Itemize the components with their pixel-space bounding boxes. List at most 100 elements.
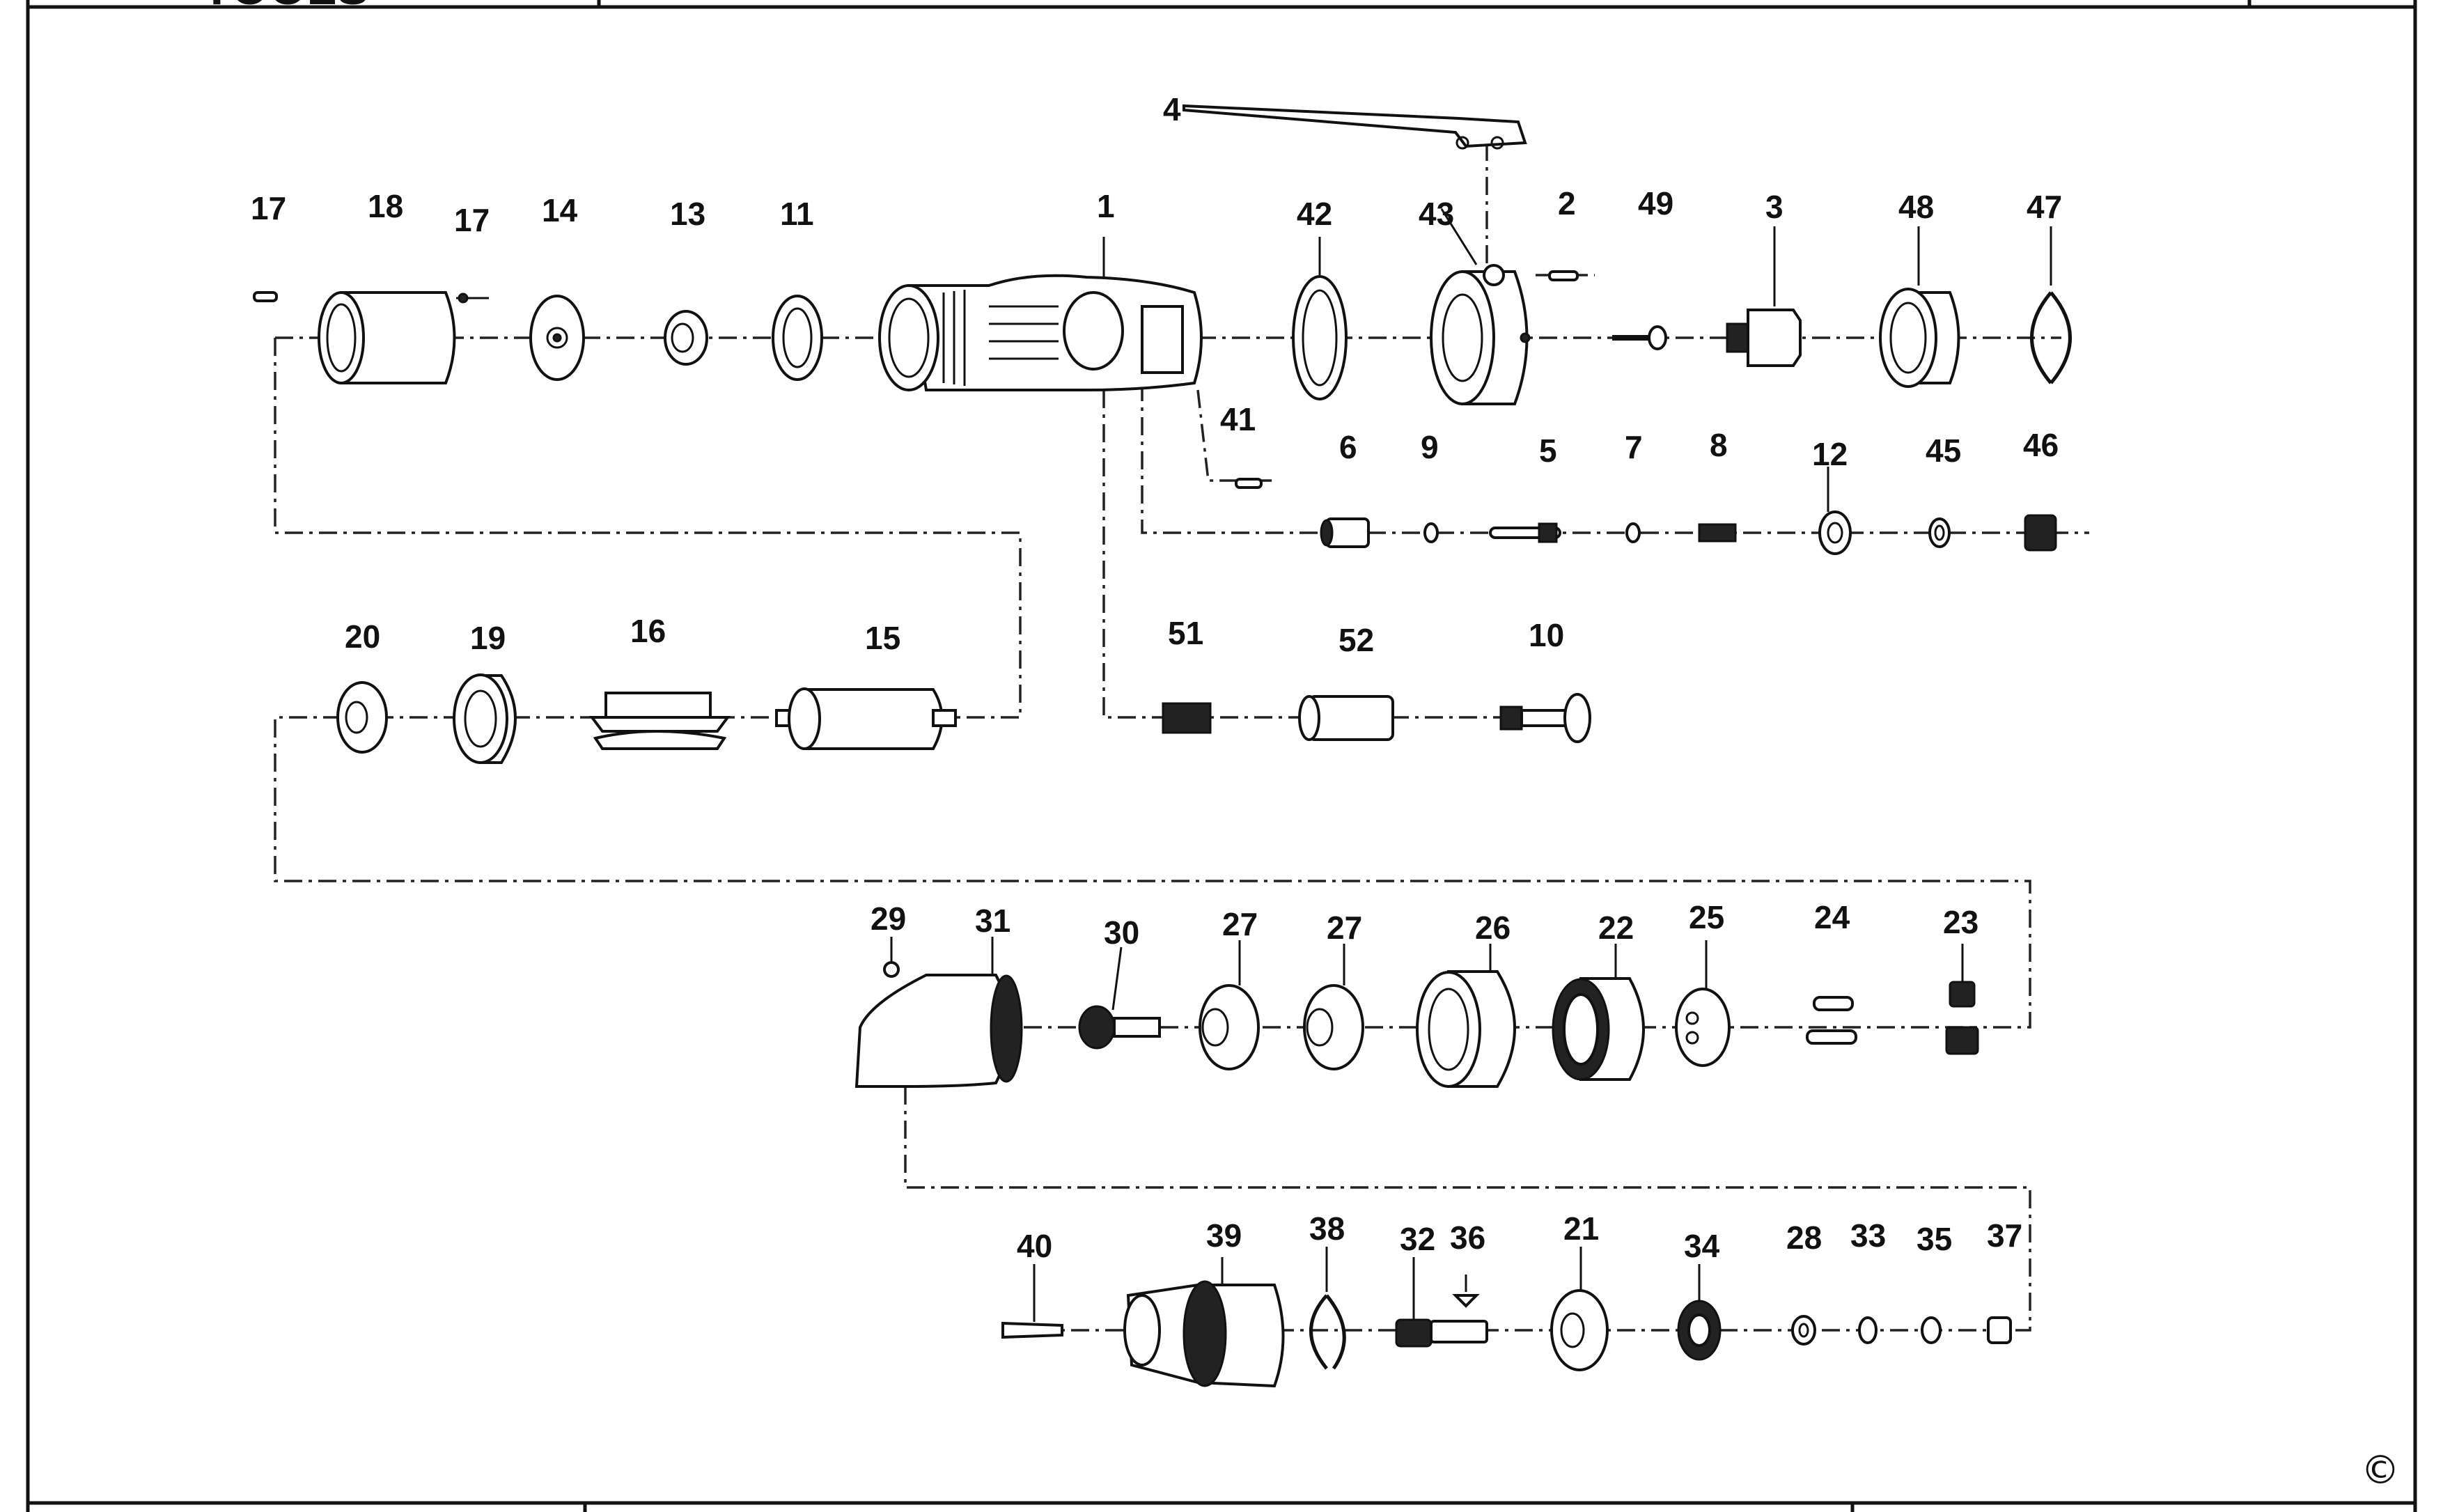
- part-21-bearing: [1550, 1247, 1609, 1371]
- part-38-retaining-ring: [1309, 1247, 1346, 1370]
- part-10-throttle-valve: [1499, 693, 1591, 743]
- label-part-18: 18: [368, 188, 403, 224]
- part-8-spring: [1698, 523, 1737, 543]
- label-part-11: 11: [780, 196, 814, 232]
- part-51-spring: [1162, 702, 1212, 734]
- label-part-16: 16: [630, 613, 666, 649]
- label-part-1: 1: [1097, 188, 1115, 224]
- label-part-36: 36: [1450, 1219, 1485, 1256]
- part-number-labels: 17 18 17 14 13 11 1 42 43 4 2 49 3 48 47…: [251, 91, 2062, 1264]
- label-part-9: 9: [1421, 429, 1439, 465]
- label-part-49: 49: [1638, 185, 1673, 221]
- part-13-bearing: [664, 310, 708, 366]
- part-29-grease-nipple: [883, 937, 900, 978]
- part-4-lever: [1183, 104, 1527, 150]
- label-part-39: 39: [1206, 1217, 1242, 1254]
- label-part-10: 10: [1529, 617, 1564, 653]
- part-22-ring-gear: [1552, 944, 1645, 1081]
- label-part-14: 14: [542, 192, 578, 228]
- part-3-inlet-fitting: [1726, 226, 1802, 367]
- part-12-valve-cap: [1818, 467, 1852, 555]
- label-part-45: 45: [1926, 432, 1961, 469]
- label-part-46: 46: [2023, 427, 2059, 463]
- part-20-bearing: [336, 681, 388, 754]
- part-2-pin: [1548, 270, 1579, 281]
- label-part-6: 6: [1339, 429, 1357, 465]
- part-49-valve-pin: [1612, 325, 1667, 350]
- label-part-30: 30: [1104, 914, 1139, 951]
- part-43-back-plate: [1430, 208, 1531, 405]
- part-9-o-ring: [1423, 522, 1439, 543]
- part-28-washer: [1791, 1315, 1816, 1346]
- part-37-bushing: [1987, 1316, 2012, 1344]
- label-part-33: 33: [1850, 1217, 1886, 1254]
- label-part-35: 35: [1917, 1221, 1952, 1257]
- part-34-sun-gear: [1677, 1264, 1722, 1361]
- part-15-rotor: [775, 687, 957, 750]
- part-17-pin-left: [253, 291, 278, 302]
- part-33-o-ring: [1858, 1316, 1878, 1344]
- part-35-o-ring: [1921, 1316, 1942, 1344]
- label-part-19: 19: [470, 620, 506, 656]
- label-part-38: 38: [1309, 1210, 1345, 1247]
- label-part-8: 8: [1710, 427, 1728, 463]
- label-part-17-right: 17: [454, 202, 490, 238]
- label-part-40: 40: [1017, 1228, 1052, 1264]
- part-19-cylinder-ring: [453, 673, 517, 764]
- part-30-bevel-gear: [1078, 946, 1161, 1050]
- label-part-17-left: 17: [251, 190, 286, 226]
- label-part-4: 4: [1163, 91, 1181, 127]
- label-part-32: 32: [1400, 1221, 1435, 1257]
- label-part-29: 29: [871, 901, 906, 937]
- label-part-26: 26: [1475, 910, 1511, 946]
- label-part-51: 51: [1168, 615, 1203, 651]
- label-part-42: 42: [1297, 196, 1332, 232]
- part-42-gasket: [1292, 237, 1348, 400]
- label-part-15: 15: [865, 620, 900, 656]
- part-45-washer: [1928, 517, 1951, 548]
- label-part-43: 43: [1419, 196, 1454, 232]
- label-part-7: 7: [1625, 429, 1643, 465]
- part-17-pin-right: [456, 293, 489, 304]
- label-part-20: 20: [345, 618, 380, 655]
- label-part-27-a: 27: [1222, 906, 1258, 942]
- part-26-gear-housing: [1416, 944, 1516, 1088]
- label-part-23: 23: [1943, 904, 1978, 940]
- label-part-37: 37: [1987, 1217, 2022, 1254]
- label-part-27-b: 27: [1327, 910, 1362, 946]
- part-7-o-ring: [1625, 522, 1641, 543]
- part-41-pin: [1235, 478, 1263, 489]
- label-part-34: 34: [1684, 1228, 1720, 1264]
- part-31-angle-head: [854, 937, 1023, 1088]
- part-32-spindle: [1395, 1257, 1488, 1348]
- drawing-frame: [26, 0, 2417, 1512]
- label-part-21: 21: [1563, 1210, 1599, 1247]
- label-part-5: 5: [1539, 432, 1557, 469]
- part-27-bearing-b: [1303, 944, 1364, 1070]
- label-part-25: 25: [1689, 899, 1724, 935]
- part-18-cylinder: [318, 291, 456, 384]
- label-part-28: 28: [1786, 1219, 1822, 1256]
- part-14-end-plate: [529, 295, 585, 381]
- part-11-spacer-ring: [772, 295, 823, 381]
- label-part-3: 3: [1765, 189, 1784, 225]
- label-part-2: 2: [1558, 185, 1576, 221]
- part-48-exhaust-cap: [1879, 226, 1960, 388]
- part-1-housing: [878, 237, 1203, 391]
- part-25-planet-carrier: [1675, 940, 1731, 1067]
- label-part-41: 41: [1220, 401, 1256, 437]
- label-part-12: 12: [1812, 436, 1848, 472]
- part-39-drill-chuck: [1123, 1257, 1285, 1388]
- label-part-13: 13: [670, 196, 705, 232]
- part-16-rotor-blades: [589, 692, 731, 750]
- part-6-sleeve: [1320, 517, 1370, 548]
- part-5-valve-stem: [1489, 522, 1561, 543]
- part-40-chuck-screw: [1001, 1264, 1063, 1339]
- part-27-bearing-a: [1199, 940, 1260, 1070]
- brand-logo: TOOLS: [202, 0, 369, 15]
- label-part-24: 24: [1814, 899, 1850, 935]
- label-part-22: 22: [1598, 910, 1634, 946]
- part-24-pins: [1806, 996, 1857, 1045]
- copyright-mark: ©: [2361, 1448, 2400, 1493]
